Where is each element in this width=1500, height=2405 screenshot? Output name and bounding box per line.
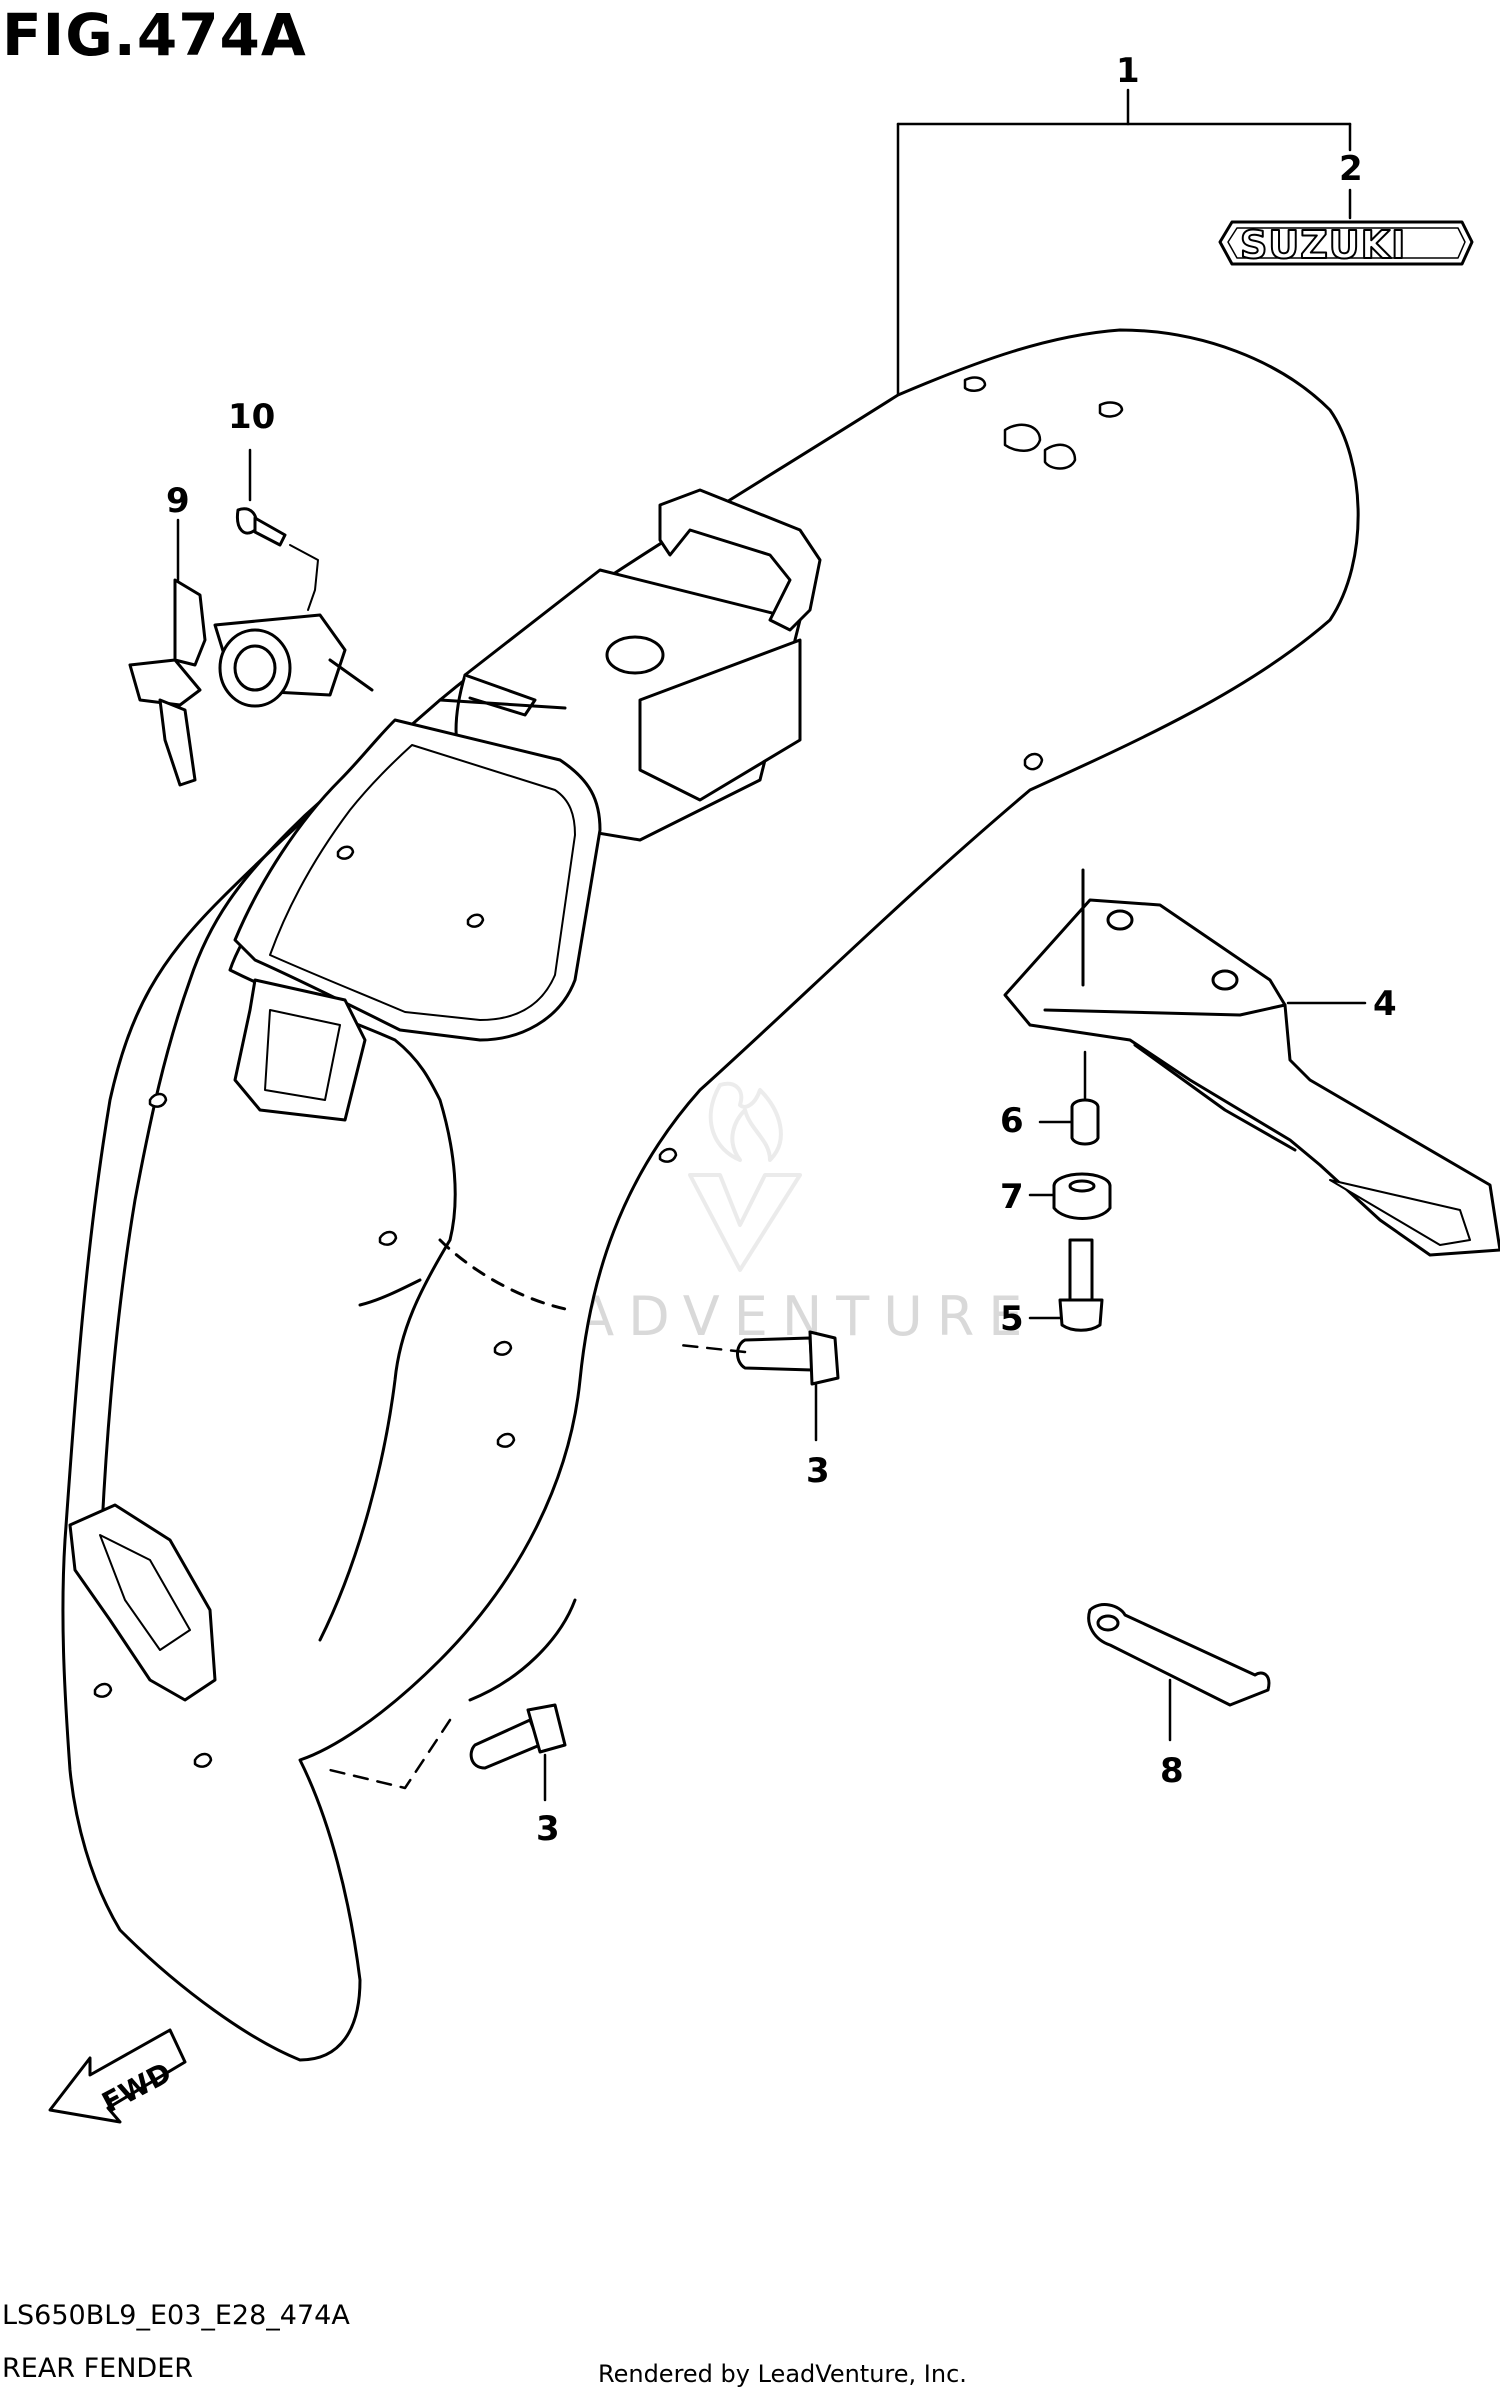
diagram-name: REAR FENDER	[2, 2353, 194, 2384]
bolt-5	[1058, 1238, 1104, 1332]
leader-tree-1-2	[896, 88, 1352, 397]
callout-numbers: 1 2 10 9 4 6 7 5 3 3 8	[166, 51, 1397, 1849]
fwd-arrow	[48, 2028, 187, 2124]
suzuki-emblem	[1218, 220, 1474, 266]
callout-6: 6	[1000, 1101, 1024, 1141]
figure-title: FIG.474A	[2, 1, 307, 69]
bolt-3-upper	[736, 1330, 840, 1386]
callout-9: 9	[166, 481, 190, 521]
callout-5: 5	[1000, 1299, 1024, 1339]
leader-lines	[176, 448, 1367, 1354]
emblem-text: SUZUKI	[1240, 223, 1406, 267]
strap-8	[1087, 1603, 1271, 1742]
watermark	[688, 1081, 802, 1272]
callout-4: 4	[1373, 984, 1397, 1024]
callout-10: 10	[228, 397, 275, 437]
bolt-10	[235, 507, 319, 611]
diagram-code: LS650BL9_E03_E28_474A	[2, 2300, 350, 2331]
callout-3-upper: 3	[806, 1451, 830, 1491]
callout-8: 8	[1160, 1751, 1184, 1791]
callout-1: 1	[1116, 51, 1140, 91]
render-credit: Rendered by LeadVenture, Inc.	[598, 2360, 967, 2388]
spacer-6	[1070, 1098, 1100, 1146]
callout-7: 7	[1000, 1177, 1024, 1217]
lock-set	[128, 578, 374, 787]
callout-2: 2	[1339, 149, 1363, 189]
rear-fender	[61, 328, 1360, 2062]
bolt-3-lower	[469, 1703, 567, 1770]
grommet-7	[1052, 1172, 1112, 1220]
rear-bracket	[1003, 868, 1500, 1257]
callout-3-lower: 3	[536, 1809, 560, 1849]
